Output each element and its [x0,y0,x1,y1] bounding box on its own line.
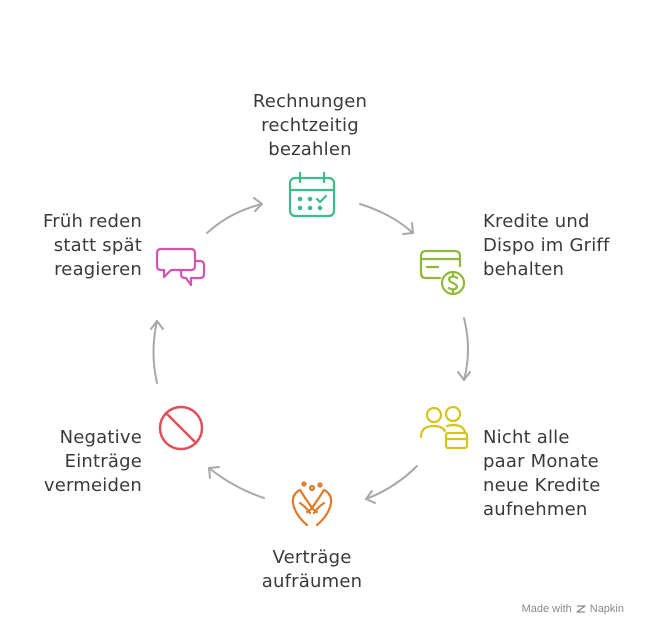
people-card-icon [419,405,469,450]
arrow-talk-to-bills [206,197,263,234]
napkin-branding: Made with Napkin [522,603,624,615]
step-label-negative: Negative Einträge vermeiden [43,427,142,496]
made-with-text: Made with [521,603,572,615]
step-label-talk: Früh reden statt spät reagieren [43,211,142,280]
napkin-logo-icon [576,605,586,613]
arrow-bills-to-credit [359,203,414,235]
arrow-loans-to-contracts [365,465,418,504]
prohibited-icon [158,405,204,451]
napkin-brand-name: Napkin [589,603,624,615]
step-label-credit: Kredite und Dispo im Griff behalten [483,211,610,280]
step-label-contracts: Verträge aufräumen [261,547,363,592]
step-label-bills: Rechnungen rechtzeitig bezahlen [252,91,368,160]
credit-card-dollar-icon [419,249,466,296]
arrow-negative-to-talk [150,320,164,384]
cleaning-hands-icon [291,481,333,527]
arrow-contracts-to-negative [208,466,265,499]
calendar-icon [288,171,336,218]
chat-bubbles-icon [155,247,206,287]
arrow-credit-to-loans [457,317,471,381]
step-label-loans: Nicht alle paar Monate neue Kredite aufn… [483,427,601,520]
